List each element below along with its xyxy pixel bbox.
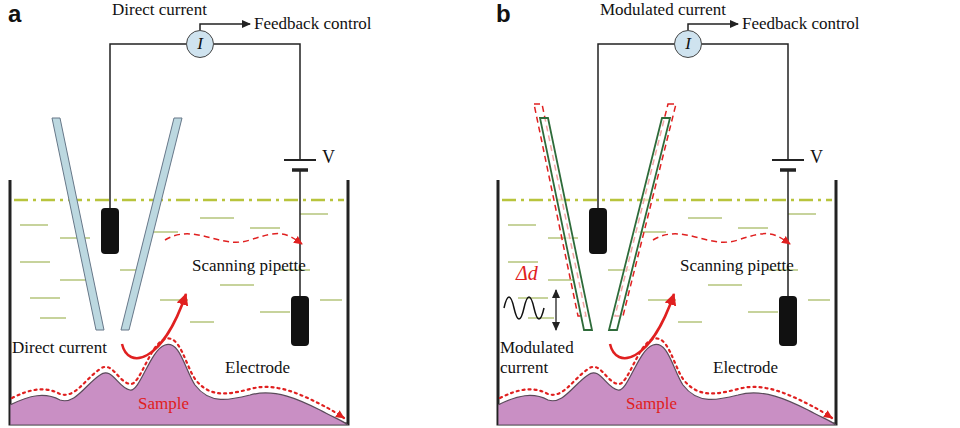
voltage-label: V [322, 147, 335, 167]
meter-symbol: I [685, 34, 691, 54]
glass-pipette [52, 118, 182, 330]
oscillating-pipette [540, 118, 670, 330]
modulation-wave [504, 297, 544, 319]
ammeter: I [674, 30, 702, 58]
pipette-displaced [534, 104, 676, 316]
ammeter: I [186, 30, 214, 58]
voltage-label: V [810, 147, 823, 167]
displacement-label: Δd [516, 262, 538, 284]
current-mode-title: Modulated current [600, 0, 726, 20]
electrode-label: Electrode [713, 358, 778, 378]
current-mode-title: Direct current [112, 0, 207, 20]
feedback-label: Feedback control [254, 14, 372, 34]
panel-letter: b [496, 0, 511, 28]
sample-label: Sample [626, 394, 677, 414]
displacement-arrow [555, 290, 556, 330]
panel-a-setup [10, 24, 348, 424]
feedback-label: Feedback control [742, 14, 860, 34]
current-label: Modulated current [500, 338, 596, 378]
pipette-label: Scanning pipette [192, 256, 306, 276]
sample-label: Sample [138, 394, 189, 414]
panel-b-setup [498, 24, 836, 424]
panel-letter: a [8, 0, 21, 28]
meter-symbol: I [197, 34, 203, 54]
electrode-label: Electrode [225, 358, 290, 378]
current-label: Direct current [12, 338, 107, 358]
pipette-label: Scanning pipette [680, 256, 794, 276]
